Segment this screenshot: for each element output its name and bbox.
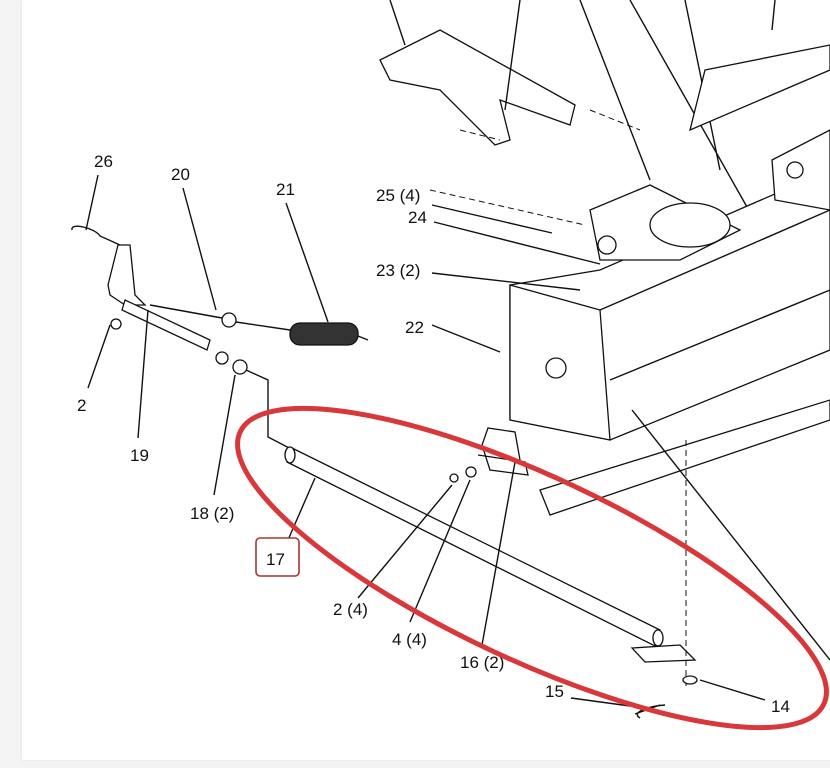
- spring-21: [235, 321, 369, 346]
- label-25: 25 (4): [376, 186, 420, 205]
- label-21: 21: [276, 180, 295, 199]
- label-2: 2: [77, 396, 86, 415]
- washer-18a: [215, 351, 229, 365]
- nut-2: [449, 473, 459, 483]
- washer-14: [682, 675, 698, 685]
- label-16: 16 (2): [460, 653, 504, 672]
- washer-18b: [232, 359, 248, 375]
- label-22: 22: [405, 318, 424, 337]
- label-24: 24: [408, 208, 427, 227]
- label-4-4: 4 (4): [392, 630, 427, 649]
- label-19: 19: [130, 446, 149, 465]
- label-17-box: [255, 537, 300, 577]
- lever-19: [71, 225, 211, 351]
- label-20: 20: [171, 165, 190, 184]
- label-15: 15: [545, 682, 564, 701]
- rod-17: [284, 446, 697, 663]
- label-14: 14: [771, 697, 790, 716]
- label-26: 26: [94, 152, 113, 171]
- label-2-4: 2 (4): [333, 600, 368, 619]
- label-23: 23 (2): [376, 261, 420, 280]
- label-18: 18 (2): [190, 504, 234, 523]
- frame-22: [509, 129, 830, 516]
- label-17: 17: [266, 550, 285, 569]
- washer-4: [465, 466, 477, 478]
- upper-bracket: [379, 0, 830, 231]
- highlight-ellipse: [235, 405, 829, 731]
- eyebolt-20: [149, 304, 237, 328]
